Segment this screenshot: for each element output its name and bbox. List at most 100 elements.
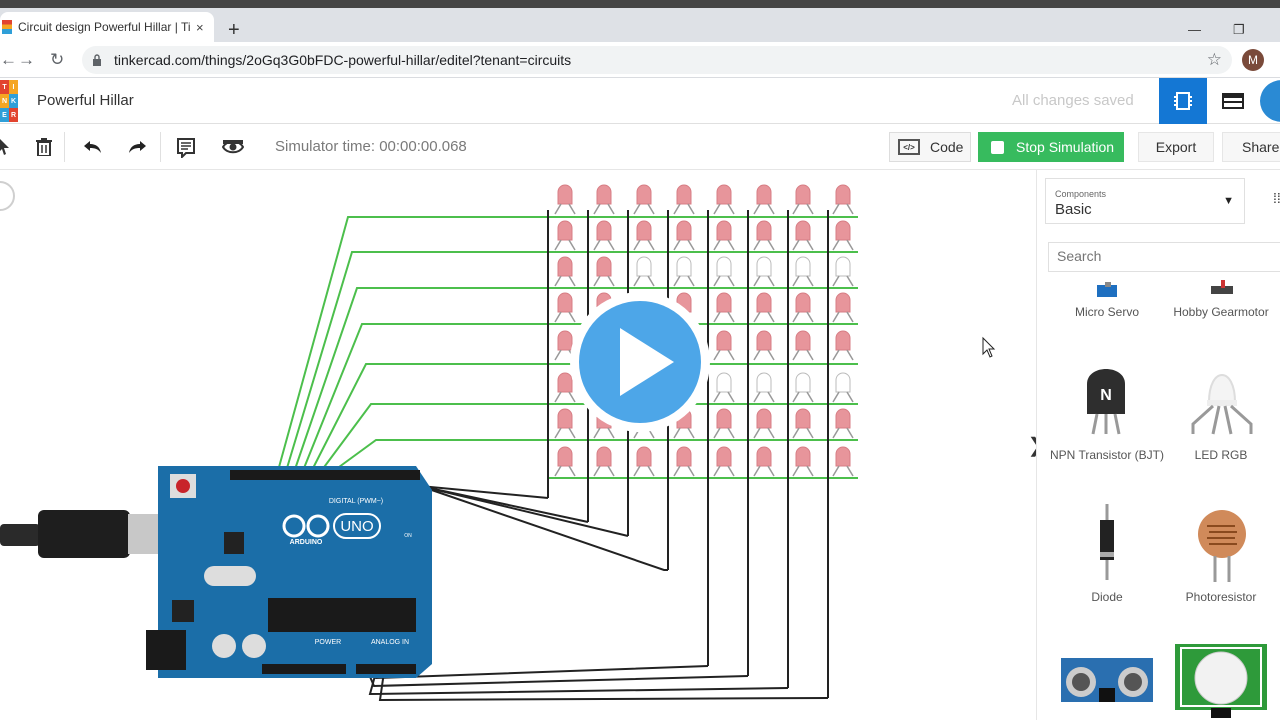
reset-button[interactable] bbox=[176, 479, 190, 493]
component-micro-servo[interactable]: Micro Servo bbox=[1074, 305, 1139, 319]
led[interactable] bbox=[713, 446, 735, 477]
led[interactable] bbox=[792, 408, 814, 439]
led[interactable] bbox=[633, 446, 655, 477]
led[interactable] bbox=[633, 220, 655, 251]
component-photoresistor[interactable]: Photoresistor bbox=[1185, 590, 1257, 604]
delete-icon[interactable] bbox=[36, 138, 52, 156]
component-hobby-gearmotor[interactable]: Hobby Gearmotor bbox=[1173, 305, 1269, 319]
led[interactable] bbox=[554, 408, 576, 439]
led[interactable] bbox=[713, 220, 735, 251]
reload-icon[interactable]: ↻ bbox=[50, 50, 65, 69]
play-video-button[interactable] bbox=[570, 292, 710, 432]
project-name[interactable]: Powerful Hillar bbox=[37, 92, 134, 109]
led[interactable] bbox=[713, 330, 735, 361]
led[interactable] bbox=[832, 446, 854, 477]
undo-icon[interactable] bbox=[82, 139, 102, 155]
search-box[interactable] bbox=[1048, 242, 1280, 272]
led[interactable] bbox=[832, 184, 854, 215]
micro-servo-icon[interactable] bbox=[1095, 282, 1119, 298]
led[interactable] bbox=[593, 446, 615, 477]
search-input[interactable] bbox=[1057, 248, 1257, 264]
led[interactable] bbox=[753, 372, 775, 403]
led-rgb-icon[interactable] bbox=[1187, 362, 1257, 438]
led[interactable] bbox=[554, 292, 576, 323]
led[interactable] bbox=[753, 292, 775, 323]
led[interactable] bbox=[832, 408, 854, 439]
pir-sensor-icon[interactable] bbox=[1175, 644, 1267, 720]
led[interactable] bbox=[554, 220, 576, 251]
components-dropdown[interactable]: Components Basic ▼ bbox=[1045, 178, 1245, 224]
led[interactable] bbox=[753, 408, 775, 439]
led[interactable] bbox=[673, 184, 695, 215]
led[interactable] bbox=[753, 330, 775, 361]
led[interactable] bbox=[713, 256, 735, 287]
led[interactable] bbox=[792, 256, 814, 287]
share-button[interactable]: Share bbox=[1222, 132, 1280, 162]
led[interactable] bbox=[713, 184, 735, 215]
led[interactable] bbox=[792, 372, 814, 403]
ultrasonic-sensor-icon[interactable] bbox=[1061, 658, 1153, 720]
hobby-gearmotor-icon[interactable] bbox=[1207, 280, 1237, 300]
led[interactable] bbox=[792, 446, 814, 477]
tab-close-icon[interactable]: × bbox=[196, 19, 204, 35]
led[interactable] bbox=[792, 220, 814, 251]
component-list-button[interactable] bbox=[1208, 78, 1258, 124]
led[interactable] bbox=[713, 292, 735, 323]
led[interactable] bbox=[792, 330, 814, 361]
circuit-canvas[interactable]: UNO ARDUINO DIGITAL (PWM~) POWER ANALOG … bbox=[0, 170, 1036, 720]
notes-icon[interactable] bbox=[177, 138, 195, 158]
back-icon[interactable]: ← bbox=[0, 50, 17, 69]
led[interactable] bbox=[633, 184, 655, 215]
user-avatar[interactable] bbox=[1260, 80, 1280, 122]
led[interactable] bbox=[593, 184, 615, 215]
led[interactable] bbox=[554, 372, 576, 403]
forward-icon[interactable]: → bbox=[18, 50, 35, 69]
component-npn-transistor[interactable]: NPN Transistor (BJT) bbox=[1049, 448, 1164, 462]
led[interactable] bbox=[832, 292, 854, 323]
component-diode[interactable]: Diode bbox=[1091, 590, 1123, 604]
export-button[interactable]: Export bbox=[1138, 132, 1214, 162]
profile-avatar[interactable]: M bbox=[1242, 49, 1264, 71]
redo-icon[interactable] bbox=[128, 139, 148, 155]
led[interactable] bbox=[554, 184, 576, 215]
led[interactable] bbox=[713, 408, 735, 439]
led[interactable] bbox=[832, 256, 854, 287]
led[interactable] bbox=[753, 446, 775, 477]
led[interactable] bbox=[753, 220, 775, 251]
led[interactable] bbox=[713, 372, 735, 403]
npn-transistor-icon[interactable]: N bbox=[1083, 362, 1129, 438]
led[interactable] bbox=[554, 256, 576, 287]
led[interactable] bbox=[593, 220, 615, 251]
led[interactable] bbox=[554, 446, 576, 477]
circuit-drawing[interactable]: UNO ARDUINO DIGITAL (PWM~) POWER ANALOG … bbox=[0, 170, 1036, 720]
led[interactable] bbox=[593, 256, 615, 287]
stop-simulation-button[interactable]: Stop Simulation bbox=[978, 132, 1124, 162]
visibility-icon[interactable] bbox=[222, 139, 244, 155]
led[interactable] bbox=[753, 184, 775, 215]
led[interactable] bbox=[792, 292, 814, 323]
circuit-view-button[interactable] bbox=[1159, 78, 1207, 124]
led[interactable] bbox=[832, 220, 854, 251]
led[interactable] bbox=[554, 330, 576, 361]
select-icon[interactable] bbox=[0, 139, 10, 155]
led[interactable] bbox=[633, 256, 655, 287]
minimize-button[interactable]: — bbox=[1188, 22, 1201, 37]
photoresistor-icon[interactable] bbox=[1195, 506, 1249, 582]
url-field[interactable]: tinkercad.com/things/2oGq3G0bFDC-powerfu… bbox=[82, 46, 1232, 74]
browser-tab[interactable]: Circuit design Powerful Hillar | Tin × bbox=[0, 12, 214, 42]
led[interactable] bbox=[673, 220, 695, 251]
grid-view-icon[interactable]: ⁞⁞ bbox=[1273, 190, 1280, 206]
arduino-board[interactable]: UNO ARDUINO DIGITAL (PWM~) POWER ANALOG … bbox=[146, 466, 432, 678]
maximize-button[interactable]: ❐ bbox=[1233, 22, 1245, 37]
led[interactable] bbox=[792, 184, 814, 215]
code-button[interactable]: </> Code bbox=[889, 132, 971, 162]
bookmark-star-icon[interactable]: ☆ bbox=[1206, 50, 1222, 69]
diode-icon[interactable] bbox=[1097, 504, 1117, 580]
led[interactable] bbox=[673, 256, 695, 287]
new-tab-button[interactable]: + bbox=[228, 19, 240, 41]
led[interactable] bbox=[673, 446, 695, 477]
fit-view-icon[interactable] bbox=[0, 181, 15, 211]
led[interactable] bbox=[753, 256, 775, 287]
led[interactable] bbox=[832, 330, 854, 361]
